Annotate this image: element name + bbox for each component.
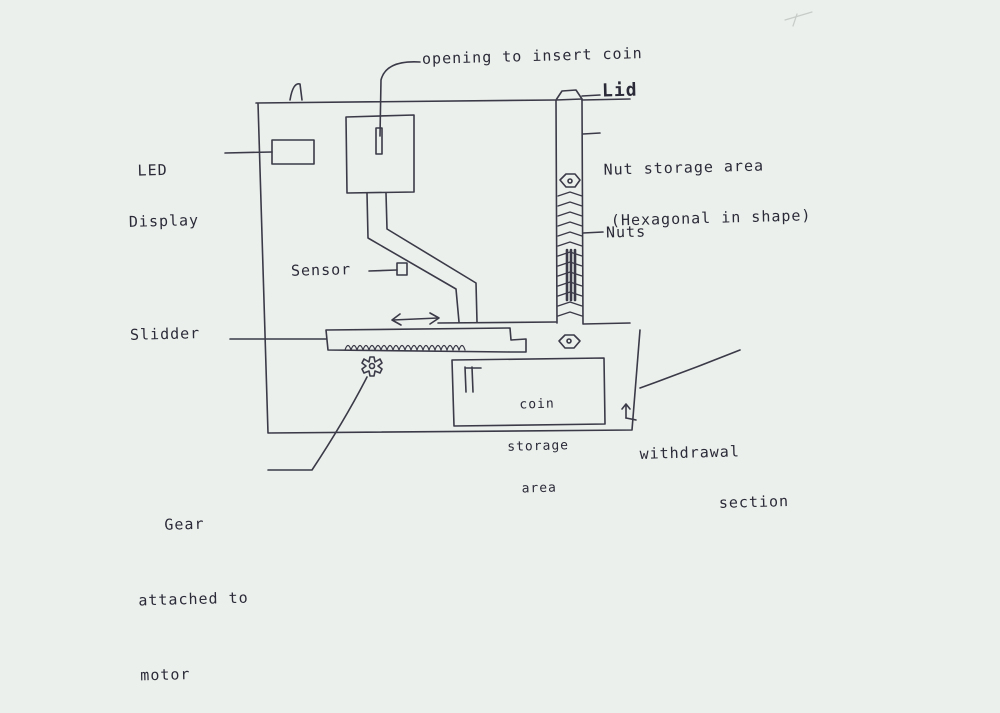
gear-line2: attached to <box>138 586 249 614</box>
nuts-leader <box>583 232 603 233</box>
slider-rail <box>438 322 556 323</box>
led-display-leader <box>225 152 272 153</box>
gear-line1: Gear <box>136 511 247 539</box>
slidder-label: Slidder <box>130 325 201 344</box>
withdrawal-arrow <box>622 404 630 418</box>
gear-body <box>362 357 382 376</box>
sensor-label: Sensor <box>291 261 352 280</box>
coin-storage-label: coin storage area <box>494 369 582 511</box>
led-display-label: LED Display <box>126 127 199 248</box>
withdrawal-line1: withdrawal <box>639 442 788 463</box>
dispensed-nut <box>559 335 580 348</box>
gear-label: Gear attached to motor <box>135 461 252 713</box>
sensor-leader <box>369 270 397 271</box>
gear-line3: motor <box>140 661 251 689</box>
led-display-line2: Display <box>129 212 200 231</box>
led-display-line1: LED <box>127 161 198 180</box>
coin-slot-opening <box>376 128 382 154</box>
gear-leader <box>268 377 367 470</box>
coin-storage-line3: area <box>497 481 581 497</box>
coin-storage-line1: coin <box>495 397 579 413</box>
rack-teeth <box>345 346 465 351</box>
casing-top-handle <box>290 84 302 100</box>
coin-chute <box>367 193 477 322</box>
lid-label: Lid <box>602 82 638 100</box>
tube-lid <box>556 90 582 100</box>
nut-storage-leader <box>583 133 600 134</box>
coin-storage-dividers <box>465 367 481 392</box>
nut-storage-line1: Nut storage area <box>603 156 810 178</box>
diagram-canvas: LED Display opening to insert coin Lid N… <box>0 0 1000 560</box>
direction-arrow <box>393 318 438 320</box>
lid-leader <box>582 95 600 96</box>
nuts-label: Nuts <box>606 223 647 241</box>
top-nut-hole <box>568 179 572 183</box>
sensor-element <box>397 263 407 275</box>
withdrawal-line2: section <box>641 493 790 514</box>
withdrawal-leader <box>626 418 636 420</box>
gear-hub <box>370 364 375 369</box>
faint-page-mark <box>785 12 812 26</box>
top-nut <box>560 174 580 187</box>
withdrawal-curve <box>640 350 740 388</box>
withdrawal-label: withdrawal section <box>638 408 789 531</box>
dispensed-nut-hole <box>567 339 571 343</box>
nut-stack-hatch <box>567 250 575 300</box>
coin-storage-line2: storage <box>496 439 580 455</box>
led-display-box <box>272 140 314 164</box>
